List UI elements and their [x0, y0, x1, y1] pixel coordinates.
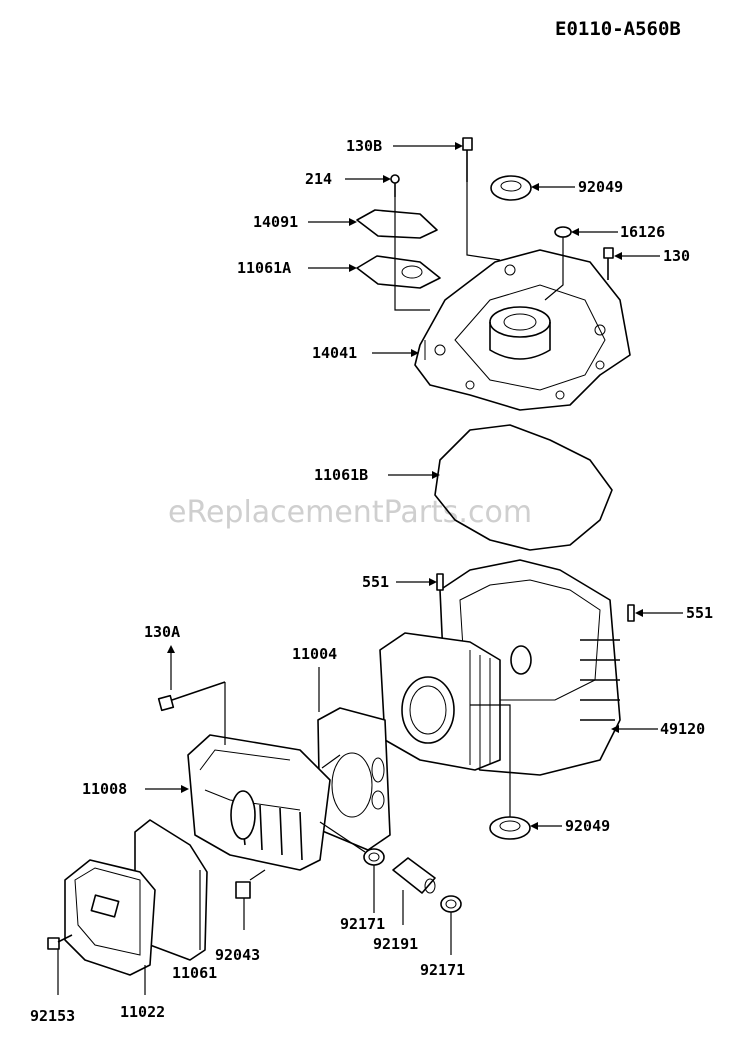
gasket-11061B[interactable]	[434, 424, 613, 551]
bolt-130[interactable]	[603, 247, 614, 280]
tube-92191[interactable]	[392, 857, 436, 894]
label-130A: 130A	[144, 623, 180, 641]
label-11061B: 11061B	[314, 466, 368, 484]
gasket-11061A[interactable]	[356, 255, 441, 289]
oil-seal-92049-bottom[interactable]	[489, 816, 531, 840]
label-11022: 11022	[120, 1003, 165, 1021]
clamp-92171-right[interactable]	[440, 895, 462, 913]
label-92049-bottom: 92049	[565, 817, 610, 835]
label-11061: 11061	[172, 964, 217, 982]
diagram-code: E0110-A560B	[555, 18, 681, 40]
label-92153: 92153	[30, 1007, 75, 1025]
crankcase-cover-14041[interactable]	[414, 249, 631, 411]
label-49120: 49120	[660, 720, 705, 738]
bolt-92153[interactable]	[47, 934, 73, 950]
label-214: 214	[305, 170, 332, 188]
part-16126[interactable]	[554, 226, 572, 238]
cylinder-head-11008[interactable]	[187, 734, 331, 871]
label-16126: 16126	[620, 223, 665, 241]
label-92049-top: 92049	[578, 178, 623, 196]
label-14091: 14091	[253, 213, 298, 231]
leader-lines	[57, 142, 683, 995]
label-14041: 14041	[312, 344, 357, 362]
head-cover-11022[interactable]	[64, 859, 156, 976]
label-92171-left: 92171	[340, 915, 385, 933]
oil-seal-92049-top[interactable]	[490, 175, 532, 201]
cylinder-barrel[interactable]	[379, 632, 501, 771]
bolt-130A[interactable]	[157, 681, 226, 712]
label-11061A: 11061A	[237, 259, 291, 277]
plate-14091[interactable]	[356, 209, 438, 239]
label-130B: 130B	[346, 137, 382, 155]
label-92191: 92191	[373, 935, 418, 953]
label-92043: 92043	[215, 946, 260, 964]
label-92171-right: 92171	[420, 961, 465, 979]
label-551-right: 551	[686, 604, 713, 622]
dowel-pin-551-left[interactable]	[436, 573, 444, 591]
label-130: 130	[663, 247, 690, 265]
bolt-214[interactable]	[390, 174, 400, 197]
label-11004: 11004	[292, 645, 337, 663]
label-11008: 11008	[82, 780, 127, 798]
watermark: eReplacementParts.com	[168, 495, 532, 530]
dowel-pin-551-right[interactable]	[627, 604, 635, 622]
bolt-130B[interactable]	[462, 137, 473, 182]
dowel-92043[interactable]	[235, 881, 251, 899]
clamp-92171-left[interactable]	[363, 848, 385, 866]
label-551-left: 551	[362, 573, 389, 591]
